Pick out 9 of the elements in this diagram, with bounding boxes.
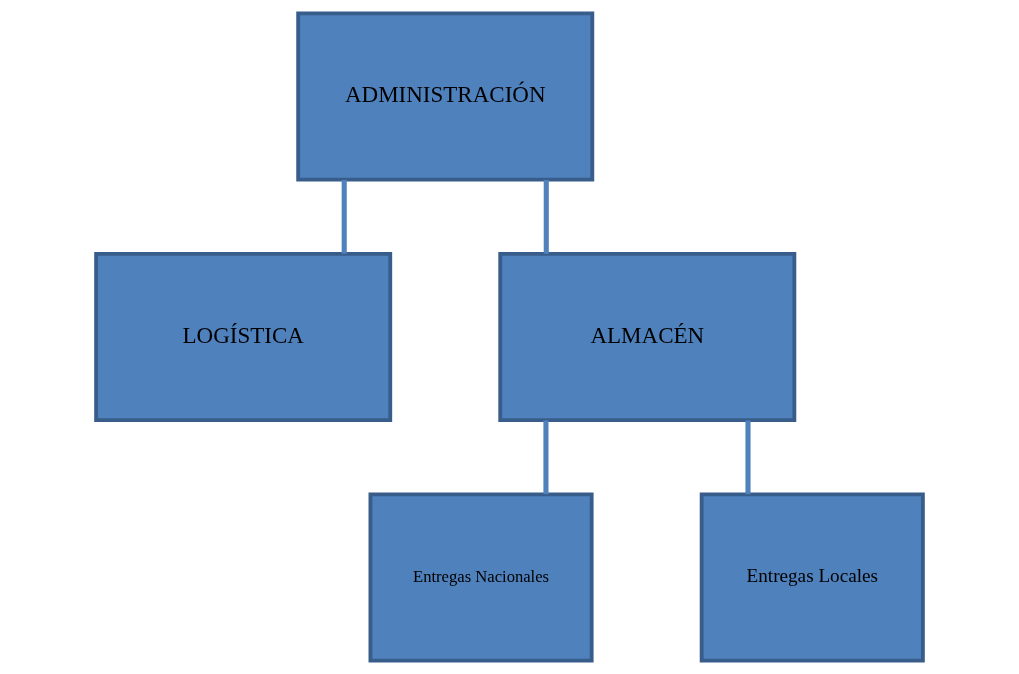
connector [543, 180, 549, 254]
node-box: Entregas Locales [699, 492, 925, 663]
node-box: Entregas Nacionales [368, 492, 594, 663]
node-box: LOGÍSTICA [94, 251, 393, 423]
connector [341, 180, 347, 254]
node-box: ALMACÉN [498, 251, 797, 423]
node-box: ADMINISTRACIÓN [296, 11, 595, 182]
connector [745, 420, 751, 495]
connector [543, 420, 549, 495]
